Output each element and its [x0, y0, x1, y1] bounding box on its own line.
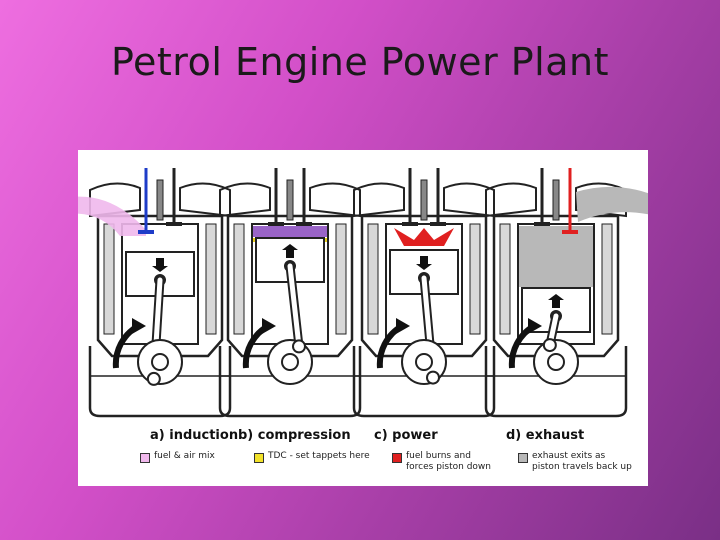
rotation-arrowhead [262, 318, 276, 334]
piston-up-arrow [548, 294, 564, 308]
exhaust-port [179, 182, 231, 218]
engine-cycle-illustration [78, 168, 648, 418]
cooling-jacket-right [335, 223, 347, 335]
key-swatch-exhaust [518, 453, 528, 463]
cooling-jacket-left [367, 223, 379, 335]
connecting-rod-inner [287, 263, 302, 349]
engine-stroke-1 [218, 168, 362, 418]
spark-plug [286, 179, 294, 221]
key-text-line: fuel & air mix [154, 451, 215, 461]
spark-plug [420, 179, 428, 221]
spark-plug [156, 179, 164, 221]
exhaust-gas [519, 226, 593, 287]
exhaust-gas-flow [576, 186, 648, 222]
rotation-arrowhead [396, 318, 410, 334]
key-swatch-fuel-burns [392, 453, 402, 463]
rotation-arrowhead [132, 318, 146, 334]
intake-port [485, 182, 537, 218]
cooling-jacket-left [103, 223, 115, 335]
intake-port [89, 182, 141, 218]
key-text-line: exhaust exits as [532, 451, 606, 461]
key-text-line: forces piston down [406, 462, 491, 472]
crank-pin [292, 339, 306, 354]
engine-stroke-3 [484, 168, 648, 418]
slide-title: Petrol Engine Power Plant [110, 40, 610, 84]
engine-diagram: a) induction b) compression c) power d) … [78, 150, 648, 486]
cooling-jacket-right [469, 223, 481, 335]
intake-port [353, 182, 405, 218]
stroke-label-compression: b) compression [238, 428, 351, 443]
combustion-flame [394, 228, 454, 246]
exhaust-port [443, 182, 495, 218]
intake-port [219, 182, 271, 218]
exhaust-port [309, 182, 361, 218]
exhaust-port [575, 182, 627, 218]
key-swatch-tdc [254, 453, 264, 463]
cooling-jacket-right [205, 223, 217, 335]
key-text-line: piston travels back up [532, 462, 632, 472]
piston-down-arrow [152, 258, 168, 272]
compressed-charge [253, 226, 327, 237]
crankshaft [281, 353, 299, 371]
fuel-air-mix-flow [78, 196, 146, 236]
rotation-arrowhead [528, 318, 542, 334]
crank-pin [146, 371, 161, 386]
piston-down-arrow [416, 256, 432, 270]
key-text-line: fuel burns and [406, 451, 471, 461]
stroke-label-exhaust: d) exhaust [506, 428, 585, 443]
crankcase [352, 346, 496, 418]
cooling-jacket-left [499, 223, 511, 335]
stroke-label-power: c) power [374, 428, 438, 443]
spark-plug [552, 179, 560, 221]
key-text-line: TDC - set tappets here [268, 451, 370, 461]
cooling-jacket-right [601, 223, 613, 335]
engine-stroke-0 [78, 168, 232, 418]
crank-pin [542, 338, 557, 353]
crank-pin [426, 370, 440, 385]
engine-stroke-2 [352, 168, 496, 418]
crankcase [88, 346, 232, 418]
cooling-jacket-left [233, 223, 245, 335]
crankshaft [151, 353, 169, 371]
crankcase [218, 346, 362, 418]
crankcase [484, 346, 628, 418]
key-swatch-fuel-air [140, 453, 150, 463]
stroke-label-induction: a) induction [150, 428, 239, 443]
crankshaft [415, 353, 433, 371]
piston-up-arrow [282, 244, 298, 258]
crankshaft [547, 353, 565, 371]
